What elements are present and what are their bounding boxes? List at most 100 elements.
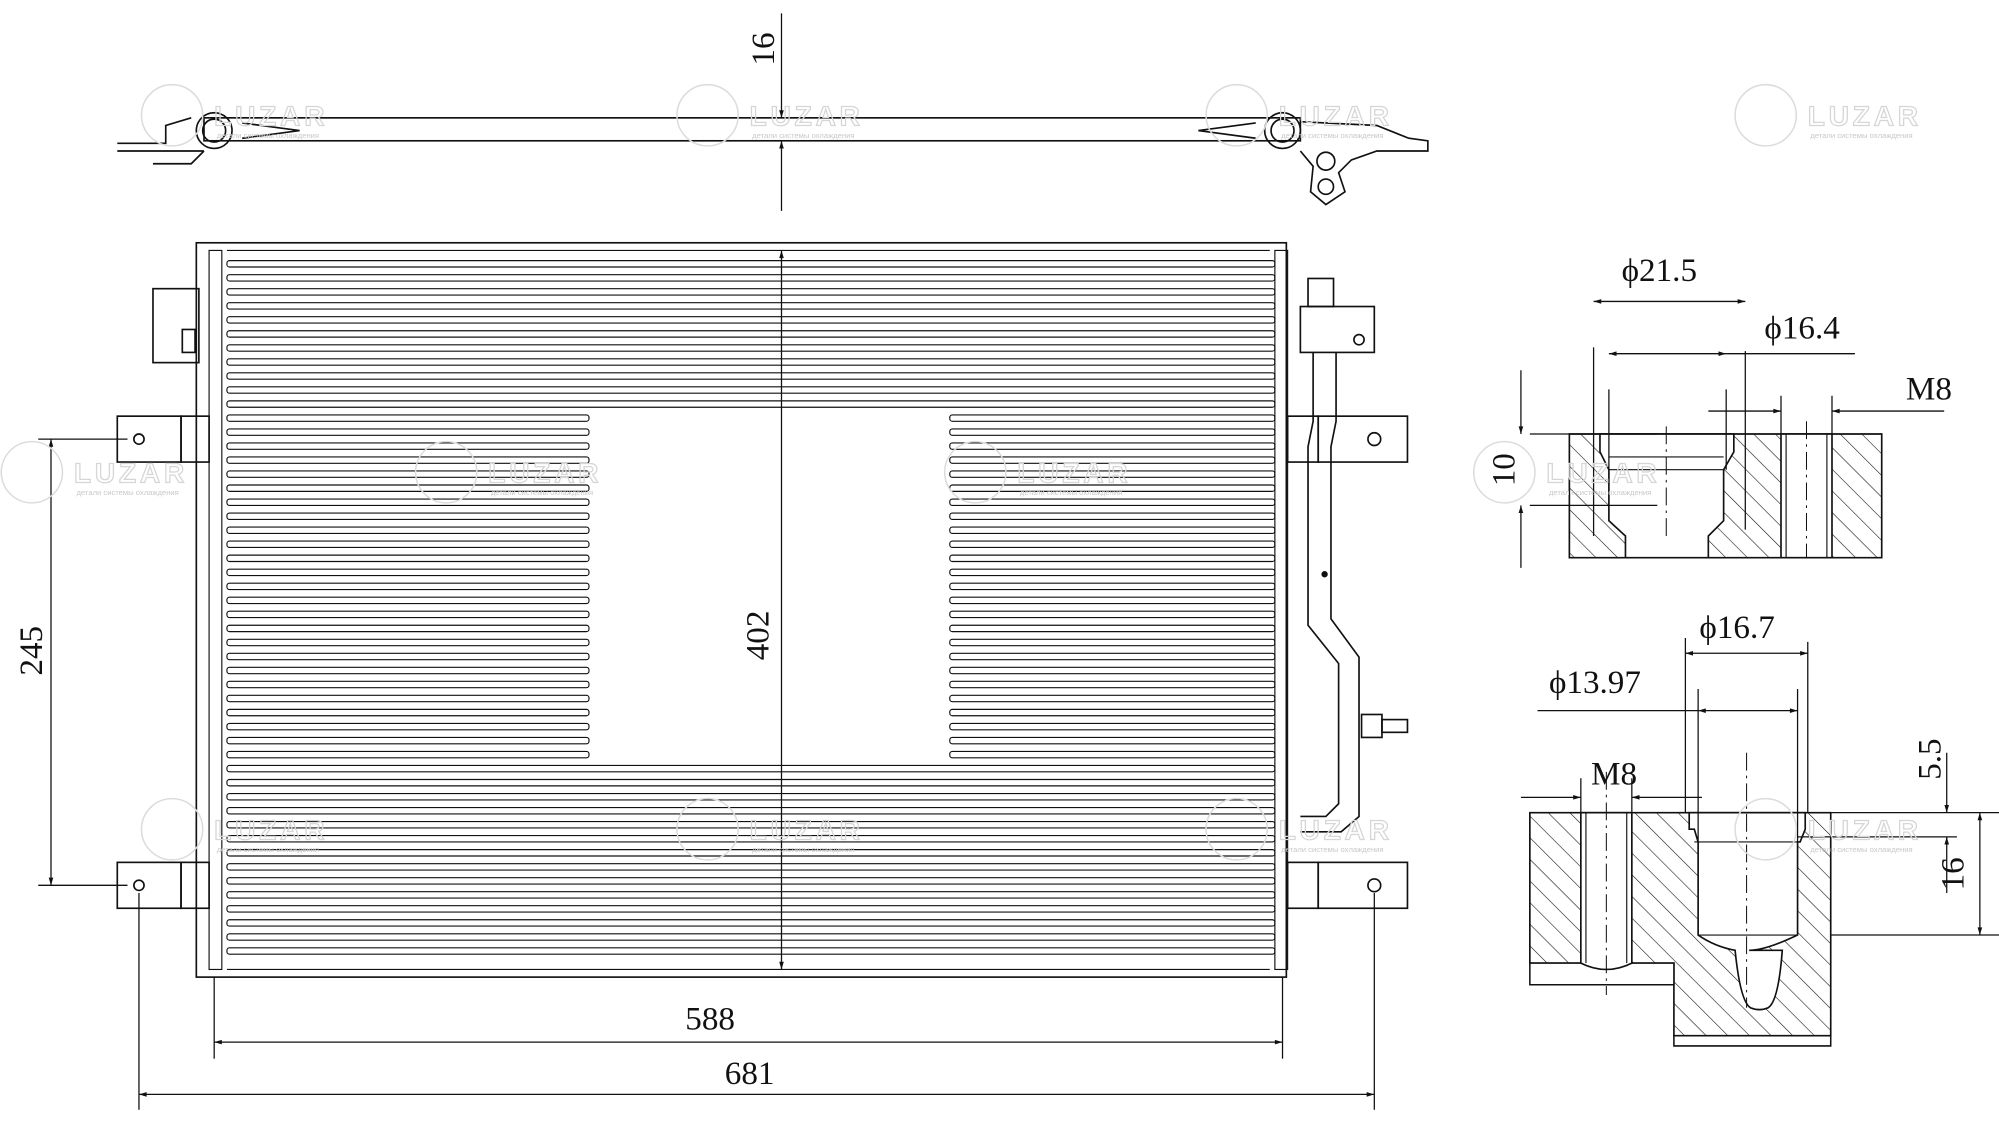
fin-tube: [226, 442, 590, 450]
fin-tube: [226, 877, 1276, 885]
fin-tube: [226, 358, 1276, 366]
detail-bottom-outer-dia-label: ϕ16.7: [1699, 609, 1774, 646]
svg-text:детали системы охлаждения: детали системы охлаждения: [1281, 131, 1383, 140]
fin-tube: [949, 568, 1276, 577]
svg-text:LUZAR: LUZAR: [1017, 457, 1131, 488]
svg-text:детали системы охлаждения: детали системы охлаждения: [217, 845, 319, 854]
fin-tube: [949, 540, 1276, 549]
svg-text:LUZAR: LUZAR: [750, 814, 864, 845]
fin-tube: [949, 652, 1276, 661]
fin-tube: [949, 456, 1276, 464]
fin-tube: [226, 624, 590, 633]
fin-tube: [226, 694, 590, 703]
fin-tube: [949, 680, 1276, 689]
fin-tube: [226, 666, 590, 675]
detail-bottom-depth-label: 16: [1934, 857, 1971, 890]
fin-tube: [949, 666, 1276, 675]
detail-top-thread-label: M8: [1906, 371, 1952, 408]
fin-tube: [226, 372, 1276, 380]
fin-tube: [949, 512, 1276, 521]
fin-tube: [226, 652, 590, 661]
svg-text:детали системы охлаждения: детали системы охлаждения: [1810, 845, 1912, 854]
svg-text:LUZAR: LUZAR: [214, 814, 328, 845]
svg-text:LUZAR: LUZAR: [750, 100, 864, 131]
condenser-fins: [226, 260, 1276, 955]
fin-tube: [226, 288, 1276, 296]
fin-tube: [226, 610, 590, 619]
svg-text:детали системы охлаждения: детали системы охлаждения: [752, 845, 854, 854]
svg-text:LUZAR: LUZAR: [74, 457, 188, 488]
svg-text:LUZAR: LUZAR: [1546, 457, 1660, 488]
fin-tube: [226, 344, 1276, 352]
fin-tube: [226, 512, 590, 521]
fin-tube: [226, 456, 590, 464]
fin-tube: [949, 414, 1276, 422]
fin-tube: [226, 722, 590, 731]
fin-tube: [226, 302, 1276, 310]
fin-tube: [226, 891, 1276, 899]
svg-text:детали системы охлаждения: детали системы охлаждения: [1810, 131, 1912, 140]
svg-text:детали системы охлаждения: детали системы охлаждения: [752, 131, 854, 140]
svg-text:детали системы охлаждения: детали системы охлаждения: [217, 131, 319, 140]
fin-tube: [226, 680, 590, 689]
fin-tube: [226, 316, 1276, 324]
fin-tube: [226, 835, 1276, 843]
fin-tube: [226, 498, 590, 506]
detail-bottom-inner-dia-label: ϕ13.97: [1549, 664, 1641, 701]
dim-mount-spacing-label: 245: [13, 626, 50, 676]
fin-tube: [949, 554, 1276, 563]
fin-tube: [226, 414, 590, 422]
detail-top-depth-label: 10: [1486, 453, 1523, 486]
fin-tube: [226, 470, 590, 478]
fin-tube: [226, 764, 1276, 773]
fin-tube: [949, 498, 1276, 506]
detail-outlet-section: ϕ16.7 ϕ13.97 M8 5.5 16: [1520, 609, 1999, 1047]
svg-text:LUZAR: LUZAR: [214, 100, 328, 131]
fin-tube: [226, 919, 1276, 927]
fin-tube: [949, 596, 1276, 605]
fin-tube: [226, 526, 590, 535]
fin-tube: [949, 694, 1276, 703]
detail-bottom-step-label: 5.5: [1911, 738, 1948, 779]
fin-tube: [226, 428, 590, 436]
fin-tube: [949, 442, 1276, 450]
fin-tube: [226, 386, 1276, 394]
fin-tube: [226, 582, 590, 591]
fin-tube: [949, 428, 1276, 436]
svg-text:LUZAR: LUZAR: [1279, 100, 1393, 131]
fin-tube: [226, 905, 1276, 913]
detail-top-outer-dia-label: ϕ21.5: [1622, 252, 1697, 289]
fin-tube: [226, 540, 590, 549]
svg-text:детали системы охлаждения: детали системы охлаждения: [1281, 845, 1383, 854]
top-view: 16: [117, 13, 1429, 211]
svg-text:детали системы охлаждения: детали системы охлаждения: [1549, 488, 1651, 497]
svg-text:детали системы охлаждения: детали системы охлаждения: [491, 488, 593, 497]
fin-tube: [949, 722, 1276, 731]
fin-tube: [949, 610, 1276, 619]
fin-tube: [226, 778, 1276, 787]
fin-tube: [226, 638, 590, 647]
svg-text:LUZAR: LUZAR: [1808, 814, 1922, 845]
fin-tube: [226, 568, 590, 577]
fin-tube: [226, 863, 1276, 871]
svg-text:LUZAR: LUZAR: [488, 457, 602, 488]
fin-tube: [226, 274, 1276, 282]
fin-tube: [226, 554, 590, 563]
dim-depth-label: 16: [745, 32, 782, 65]
svg-text:детали системы охлаждения: детали системы охлаждения: [76, 488, 178, 497]
fin-tube: [949, 708, 1276, 717]
svg-text:LUZAR: LUZAR: [1279, 814, 1393, 845]
dim-overall-width-label: 681: [725, 1055, 775, 1092]
